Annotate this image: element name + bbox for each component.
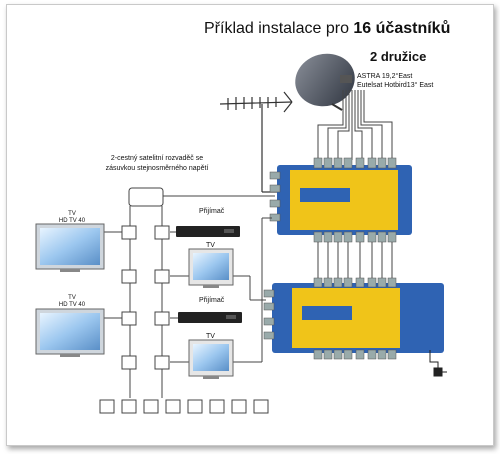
wall-outlets <box>99 225 269 414</box>
satellite-dish-icon <box>295 53 355 111</box>
power-plug-icon <box>429 350 447 377</box>
splitter-label: 2-cestný satelitní rozvaděč se zásuvkou … <box>105 155 209 172</box>
flat-tv-bottom-icon <box>35 308 105 357</box>
receiver-bottom-label: Přijímač <box>199 297 225 304</box>
receiver-top-icon <box>176 226 240 237</box>
flat-tv-top-icon <box>35 223 105 272</box>
crt-tv-bottom-icon <box>188 339 234 379</box>
cascade-cables <box>317 242 393 282</box>
satellite-label-eutelsat: Eutelsat Hotbird13° East <box>357 82 434 89</box>
receiver-top-label: Přijímač <box>199 208 225 215</box>
diagram-subtitle: 2 družice <box>370 49 427 64</box>
multiswitch-top <box>269 157 412 243</box>
terrestrial-antenna-icon <box>219 91 293 193</box>
multiswitch-bottom <box>263 277 444 360</box>
lnb-cables <box>317 90 393 160</box>
tv-small-bottom-label: TV <box>206 333 215 340</box>
tv-small-top-label: TV <box>206 242 215 249</box>
crt-tv-top-icon <box>188 248 234 288</box>
splitter-icon <box>128 187 275 207</box>
diagram-title: Příklad instalace pro 16 účastníků <box>204 20 451 37</box>
receiver-bottom-icon <box>178 312 242 323</box>
satellite-label-astra: ASTRA 19,2°East <box>357 73 413 80</box>
satellite-labels: ASTRA 19,2°East Eutelsat Hotbird13° East <box>357 72 433 90</box>
